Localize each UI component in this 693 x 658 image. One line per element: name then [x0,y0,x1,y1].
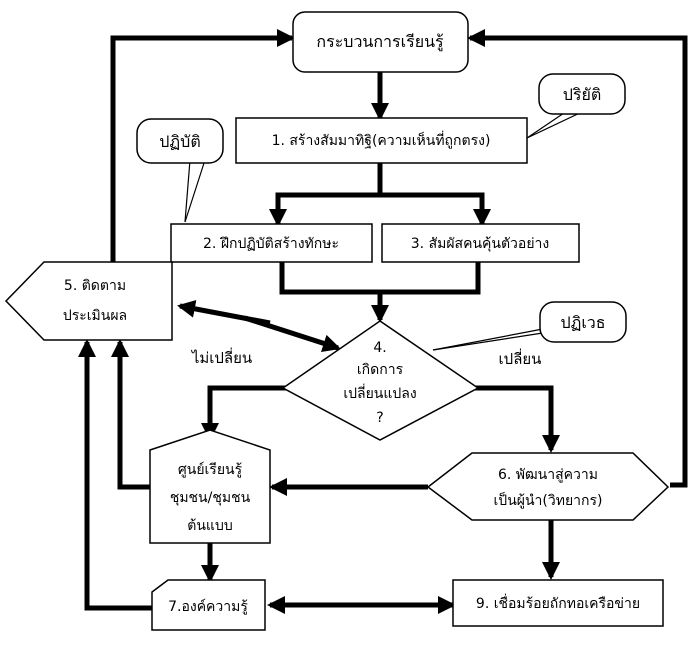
label-change: เปลี่ยน [499,348,542,368]
node-step4-line3: เปลี่ยนแปลง [343,384,416,402]
callout-pariyat: ปริยัติ [526,73,626,139]
node-step9: 9. เชื่อมร้อยถักทอเครือข่าย [452,579,664,627]
arrow-center-to-step5 [111,339,150,490]
label-no-change: ไม่เปลี่ยน [191,347,252,367]
arrow-step5-to-step4 [244,315,341,352]
node-step5: 5. ติดตาม ประเมินผล [4,261,173,341]
callout-pativet-label: ปฏิเวธ [560,313,605,332]
node-step5-line1: 5. ติดตาม [64,278,126,294]
node-learning-center: ศูนย์เรียนรู้ ชุมชน/ชุมชน ต้นแบบ [149,429,271,544]
node-step6-line1: 6. พัฒนาสู่ความ [498,467,598,483]
callout-pariyat-label: ปริยัติ [563,85,602,104]
arrow-step4-to-center [201,385,286,441]
node-step4-decision: 4. เกิดการ เปลี่ยนแปลง ? [281,320,480,441]
node-center-line2: ชุมชน/ชุมชน [170,490,251,506]
node-step3: 3. สัมผัสคนคุ้นตัวอย่าง [381,223,580,263]
node-step4-line4: ? [376,410,383,426]
node-start: กระบวนการเรียนรู้ [292,11,469,73]
arrow-step5-to-start [110,29,295,262]
node-step9-label: 9. เชื่อมร้อยถักทอเครือข่าย [476,594,640,612]
node-step1-label: 1. สร้างสัมมาทิฐิ(ความเห็นที่ถูกตรง) [272,131,491,149]
node-step6: 6. พัฒนาสู่ความ เป็นผู้นำ(วิทยากร) [426,452,670,521]
arrow-to-step3 [377,192,491,227]
node-step1: 1. สร้างสัมมาทิฐิ(ความเห็นที่ถูกตรง) [235,117,528,164]
node-step6-line2: เป็นผู้นำ(วิทยากร) [494,491,603,509]
line-merge [279,262,481,295]
callout-pativet: ปฏิเวธ [432,301,627,351]
node-step5-line2: ประเมินผล [63,308,127,324]
arrow-to-step2 [269,192,383,227]
node-step7: 7.องค์ความรู้ [151,579,266,631]
connectors [78,29,688,614]
node-center-line3: ต้นแบบ [187,518,232,534]
node-center-line1: ศูนย์เรียนรู้ [178,461,243,478]
callout-patibat-label: ปฏิบัติ [159,132,200,151]
arrow-step4-to-step6 [474,385,560,453]
callout-patibat: ปฏิบัติ [136,118,224,223]
node-step4-line2: เกิดการ [357,362,404,378]
node-start-label: กระบวนการเรียนรู้ [316,32,444,52]
node-step7-label: 7.องค์ความรู้ [168,598,248,615]
node-step3-label: 3. สัมผัสคนคุ้นตัวอย่าง [411,236,549,252]
node-step2: 2. ฝึกปฏิบัติสร้างทักษะ [170,223,373,263]
node-step4-line1: 4. [373,340,386,356]
arrow-step7-to-step5 [78,339,152,611]
arrow-step6-to-start [467,29,688,488]
node-step2-label: 2. ฝึกปฏิบัติสร้างทักษะ [203,236,339,252]
